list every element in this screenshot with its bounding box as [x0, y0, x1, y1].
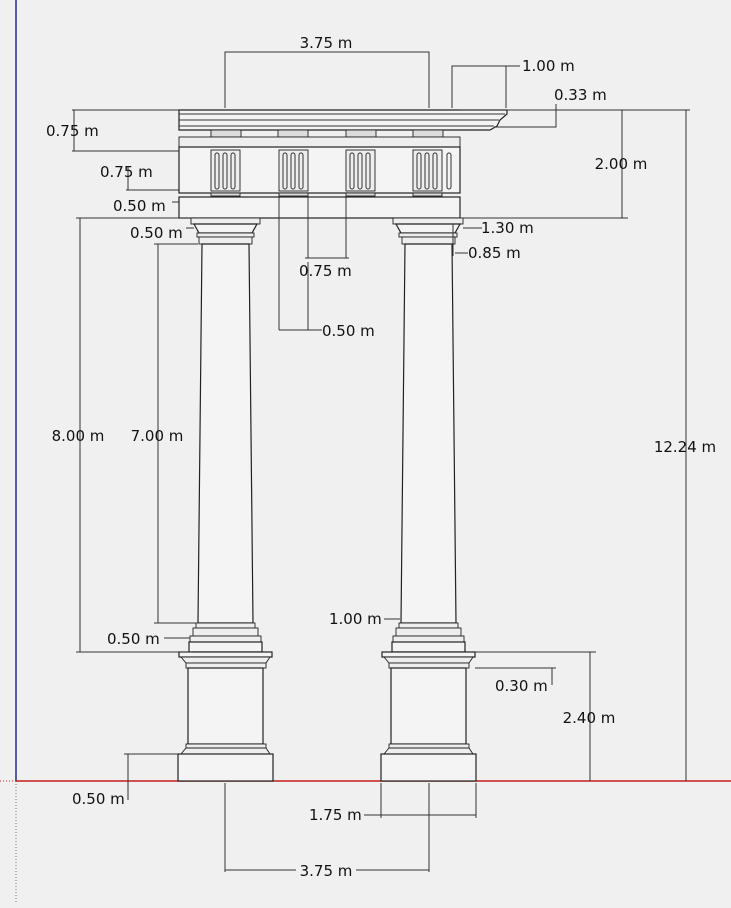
dim-label-shaft-diameter: 1.00 m: [329, 610, 382, 628]
dim-label-pedestal-width: 1.75 m: [309, 806, 362, 824]
dim-label-capital-height: 0.50 m: [130, 224, 183, 242]
pedestal-right[interactable]: [380, 651, 477, 782]
dim-label-top-band: 0.75 m: [46, 122, 99, 140]
pedestal-cap: [381, 651, 476, 658]
column-left[interactable]: [188, 217, 263, 653]
torus: [195, 622, 256, 629]
dim-label-pedestal-cap: 0.30 m: [495, 677, 548, 695]
dim-label-column-spacing-bottom: 3.75 m: [300, 862, 353, 880]
column-plinth: [391, 641, 466, 653]
column-right[interactable]: [391, 217, 466, 653]
entablature[interactable]: [178, 109, 508, 219]
mutule: [412, 129, 444, 138]
dimension-labels: 3.75 m 1.00 m 0.33 m 2.00 m 12.24 m 0.75…: [46, 34, 716, 880]
mutule: [210, 129, 242, 138]
pedestal-die: [187, 667, 264, 745]
mutule: [277, 129, 309, 138]
dim-label-column-base: 0.50 m: [107, 630, 160, 648]
dim-label-triglyph-width: 0.50 m: [322, 322, 375, 340]
pedestal-plinth: [177, 753, 274, 782]
column-shaft: [400, 243, 457, 624]
dim-label-triglyph-spacing: 0.75 m: [299, 262, 352, 280]
dim-label-frieze-band: 0.75 m: [100, 163, 153, 181]
torus: [398, 622, 459, 629]
dim-label-architrave-band: 0.50 m: [113, 197, 166, 215]
dim-label-pedestal-height: 2.40 m: [563, 709, 616, 727]
cornice-soffit: [178, 136, 461, 148]
echinus: [394, 223, 462, 234]
dim-label-entablature-height: 2.00 m: [595, 155, 648, 173]
triglyph: [345, 149, 376, 192]
pedestal-cap: [178, 651, 273, 658]
triglyph: [278, 149, 309, 192]
echinus: [192, 223, 259, 234]
abacus: [190, 217, 261, 225]
dim-label-shaft-height: 7.00 m: [131, 427, 184, 445]
dim-label-cornice-projection: 1.00 m: [522, 57, 575, 75]
dim-label-neck-diameter: 0.85 m: [468, 244, 521, 262]
dimension-lines: [72, 51, 690, 872]
pedestal-left[interactable]: [177, 651, 274, 782]
dim-label-column-height: 8.00 m: [52, 427, 105, 445]
dim-label-capital-width: 1.30 m: [481, 219, 534, 237]
architrave: [178, 196, 461, 219]
column-shaft: [197, 243, 254, 624]
dim-label-column-spacing-top: 3.75 m: [300, 34, 353, 52]
abacus: [392, 217, 464, 225]
dim-label-cornice-height: 0.33 m: [554, 86, 607, 104]
mutule: [345, 129, 377, 138]
dim-label-total-height: 12.24 m: [654, 438, 716, 456]
dim-label-plinth-height: 0.50 m: [72, 790, 125, 808]
pedestal-plinth: [380, 753, 477, 782]
triglyph: [210, 149, 241, 192]
column-plinth: [188, 641, 263, 653]
pedestal-die: [390, 667, 467, 745]
triglyph: [412, 149, 452, 192]
